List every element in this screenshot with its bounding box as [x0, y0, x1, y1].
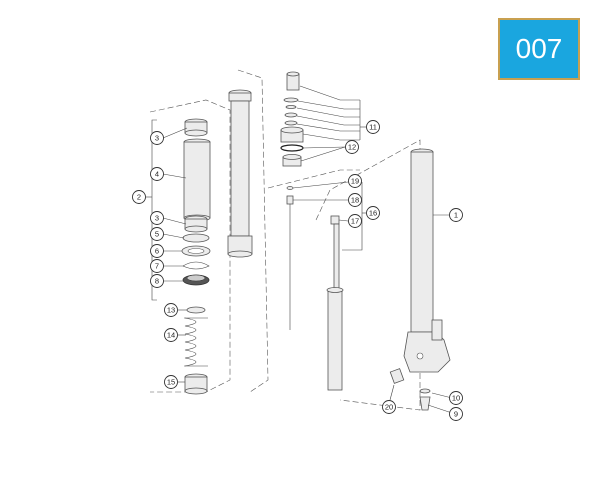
callout-10: 10 — [449, 391, 463, 405]
callout-16: 16 — [366, 206, 380, 220]
svg-text:2: 2 — [137, 193, 141, 202]
svg-text:11: 11 — [369, 123, 377, 132]
callout-4: 4 — [150, 167, 164, 181]
svg-text:8: 8 — [155, 277, 159, 286]
svg-text:5: 5 — [155, 230, 159, 239]
svg-text:13: 13 — [167, 306, 175, 315]
svg-text:12: 12 — [348, 143, 356, 152]
callout-8: 8 — [150, 274, 164, 288]
svg-text:9: 9 — [454, 410, 458, 419]
damper-rod — [286, 186, 294, 330]
callout-9: 9 — [449, 407, 463, 421]
svg-text:10: 10 — [452, 394, 460, 403]
svg-text:1: 1 — [454, 211, 458, 220]
fork-cap-assembly — [280, 71, 304, 167]
svg-text:3: 3 — [155, 214, 159, 223]
washer — [182, 233, 210, 243]
svg-text:20: 20 — [385, 403, 393, 412]
leader-lines — [162, 85, 453, 414]
svg-text:6: 6 — [155, 247, 159, 256]
dashed-frame-center — [237, 69, 269, 393]
oil-seal — [181, 245, 211, 257]
svg-text:17: 17 — [351, 217, 359, 226]
bleed-screw — [419, 388, 431, 411]
callout-2: 2 — [132, 190, 146, 204]
inner-sleeve-tube — [183, 138, 211, 222]
bushing-top — [184, 118, 208, 137]
callout-11: 11 — [366, 120, 380, 134]
svg-text:14: 14 — [167, 331, 175, 340]
label-plate — [389, 368, 405, 384]
svg-text:19: 19 — [351, 177, 359, 186]
callout-18: 18 — [348, 193, 362, 207]
callout-7: 7 — [150, 259, 164, 273]
svg-text:15: 15 — [167, 378, 175, 387]
callout-15: 15 — [164, 375, 178, 389]
callout-3-top: 3 — [150, 131, 164, 145]
callout-19: 19 — [348, 174, 362, 188]
fork-spring — [184, 317, 208, 367]
svg-text:4: 4 — [155, 170, 159, 179]
callout-20: 20 — [382, 400, 396, 414]
retaining-clip — [182, 261, 210, 270]
svg-text:16: 16 — [369, 209, 377, 218]
outer-tube — [227, 89, 253, 258]
callout-13: 13 — [164, 303, 178, 317]
callout-12: 12 — [345, 140, 359, 154]
callout-14: 14 — [164, 328, 178, 342]
inner-fork-tube — [403, 148, 451, 373]
bracket-2 — [151, 119, 157, 301]
page-number-badge: 007 — [498, 18, 580, 80]
spacer — [184, 373, 208, 395]
svg-text:3: 3 — [155, 134, 159, 143]
callout-6: 6 — [150, 244, 164, 258]
damper-cartridge — [326, 215, 344, 391]
svg-text:18: 18 — [351, 196, 359, 205]
callout-1: 1 — [449, 208, 463, 222]
dust-seal — [182, 274, 210, 286]
callout-5: 5 — [150, 227, 164, 241]
dashed-frame-cartridge — [267, 169, 360, 189]
svg-text:7: 7 — [155, 262, 159, 271]
callout-3-bottom: 3 — [150, 211, 164, 225]
callout-17: 17 — [348, 214, 362, 228]
bushing-bottom — [184, 215, 208, 233]
spring-washer — [186, 306, 206, 314]
